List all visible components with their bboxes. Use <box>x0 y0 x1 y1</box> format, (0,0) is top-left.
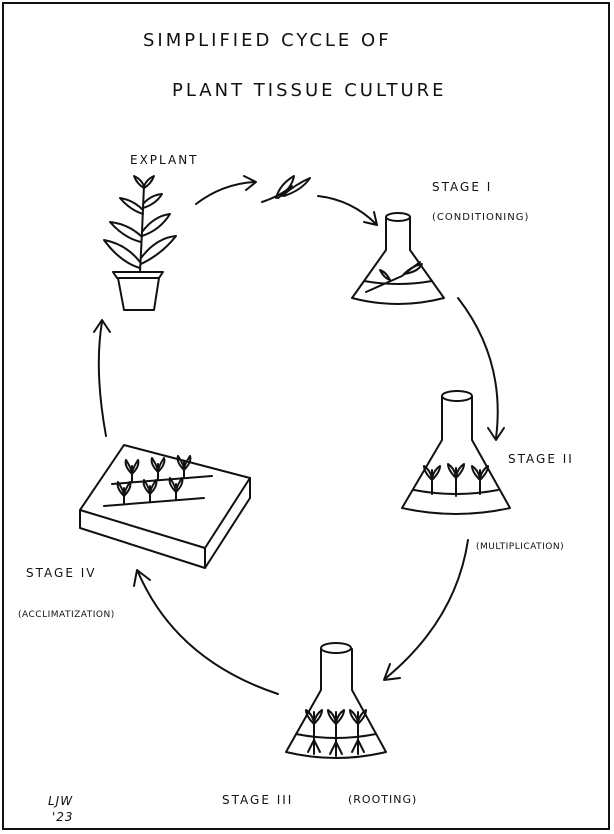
acclimatization-tray <box>79 444 251 569</box>
label-stage-1: Stage I <box>432 180 493 194</box>
label-stage-4: Stage IV <box>26 566 97 580</box>
signature-initials: LJW <box>48 794 74 808</box>
explant-potted-plant <box>103 175 177 311</box>
flask-stage-1 <box>351 212 445 305</box>
label-stage-1-sub: (Conditioning) <box>432 212 530 223</box>
flask-stage-2 <box>401 390 511 515</box>
label-stage-2-sub: (Multiplication) <box>476 542 565 552</box>
cycle-arrows <box>93 175 505 695</box>
flask-stage-3 <box>285 642 387 759</box>
label-stage-2: Stage II <box>508 452 574 466</box>
label-stage-3-sub: (Rooting) <box>348 793 418 806</box>
label-stage-4-sub: (Acclimatization) <box>18 610 115 620</box>
title-line-2: Plant Tissue Culture <box>172 80 447 101</box>
label-explant: Explant <box>130 153 199 167</box>
label-stage-3: Stage III <box>222 793 294 807</box>
title-line-1: Simplified cycle of <box>143 30 392 51</box>
explant-cutting <box>261 175 311 203</box>
signature-year: '23 <box>52 810 74 824</box>
